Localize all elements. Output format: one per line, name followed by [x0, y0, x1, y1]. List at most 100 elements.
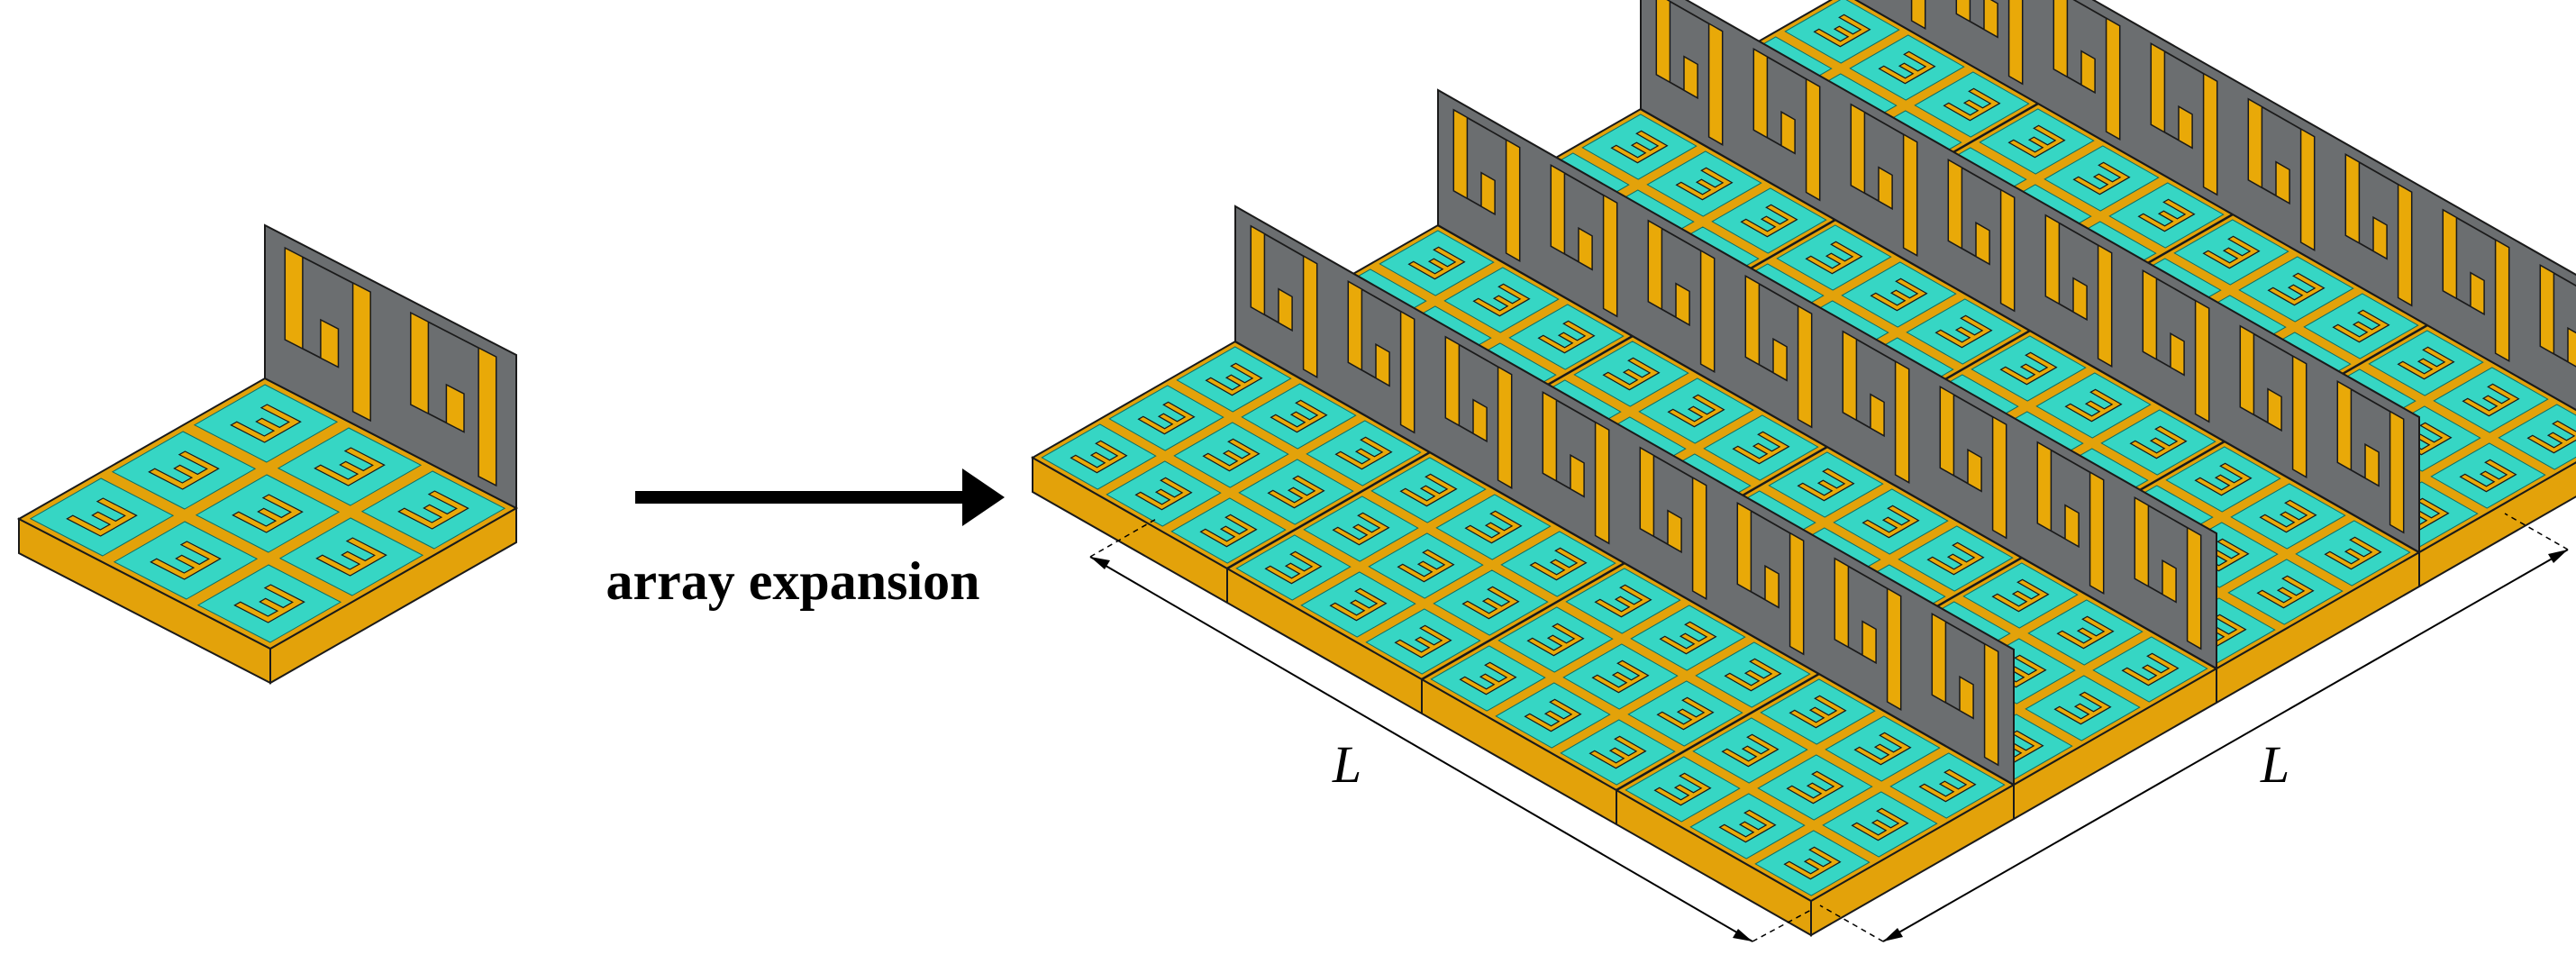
resonator	[1464, 510, 1523, 544]
resonator	[1529, 547, 1588, 581]
resonator	[1718, 809, 1777, 843]
wall-resonator	[1250, 224, 1318, 378]
resonator	[1399, 473, 1458, 507]
expanded-array-model	[1030, 0, 2576, 937]
resonator	[2129, 425, 2188, 459]
resonator	[1472, 283, 1531, 317]
resonator	[1926, 541, 1985, 576]
resonator	[2256, 575, 2315, 609]
expansion-arrow	[635, 468, 1005, 526]
wall-panel	[1640, 0, 2420, 554]
dimension-line-left	[1089, 556, 1753, 942]
resonator	[1851, 807, 1909, 841]
resonator	[1610, 130, 1669, 164]
resonator	[2397, 346, 2455, 380]
resonator	[2202, 235, 2261, 269]
dimension-label-right: L	[2260, 735, 2289, 794]
resonator	[1070, 440, 1128, 474]
resonator	[1813, 14, 1871, 48]
resonator	[1526, 623, 1585, 657]
resonator	[2324, 536, 2382, 570]
wall-resonator	[2150, 42, 2218, 196]
wall-resonator	[2336, 380, 2405, 534]
wall-resonator	[1931, 613, 1999, 767]
wall-resonator	[2344, 153, 2413, 307]
wall-resonator	[1736, 502, 1805, 656]
resonator	[1797, 468, 1855, 502]
resonator	[1329, 587, 1388, 622]
wall-resonator	[2053, 0, 2121, 141]
resonator	[315, 537, 387, 577]
wall-resonator	[1947, 159, 2016, 313]
wall-resonator	[1647, 219, 1716, 373]
resonator	[2137, 198, 2196, 232]
wall-resonator	[1955, 0, 2024, 86]
resonator	[1918, 768, 1977, 803]
resonator	[1934, 314, 1993, 349]
resonator	[1659, 621, 1717, 655]
array-expansion-caption: array expansion	[605, 551, 979, 611]
wall-resonator	[1842, 330, 1910, 484]
resonator	[1334, 436, 1393, 470]
wall-panel	[1854, 0, 2576, 412]
resonator	[2259, 499, 2317, 533]
resonator	[1137, 401, 1196, 435]
resonator	[2064, 388, 2123, 423]
wall-resonator	[2044, 214, 2113, 368]
resonator	[2056, 615, 2115, 650]
wall-resonator	[1444, 335, 1513, 489]
wall-resonator	[2239, 324, 2307, 478]
wall-panel	[264, 223, 517, 510]
resonator	[1407, 246, 1466, 280]
wall-resonator	[1910, 0, 1926, 30]
resonator	[2194, 462, 2253, 496]
wall-resonator	[1834, 557, 1902, 711]
resonator	[230, 404, 302, 443]
wall-resonator	[1550, 164, 1618, 318]
wall-resonator	[1850, 103, 1918, 257]
wall-resonator	[2142, 269, 2210, 423]
unit-patch	[2498, 404, 2576, 470]
resonator	[397, 490, 469, 530]
wall-resonator	[1452, 108, 1521, 262]
resonator	[1264, 550, 1323, 585]
resonator	[1397, 549, 1455, 583]
resonator	[1394, 624, 1452, 659]
resonator	[1861, 505, 1920, 539]
resonator	[1653, 772, 1712, 806]
resonator	[1999, 351, 2058, 386]
resonator	[1667, 394, 1725, 428]
resonator	[1789, 695, 1847, 729]
resonator	[2121, 652, 2180, 687]
resonator	[1205, 362, 1263, 396]
resonator	[1459, 661, 1517, 696]
resonator	[1721, 733, 1780, 768]
resonator	[1602, 357, 1661, 391]
resonator	[1199, 514, 1258, 548]
dimension-label-left: L	[1332, 735, 1361, 794]
resonator	[2053, 691, 2112, 725]
resonator	[1537, 320, 1596, 354]
wall-resonator	[2247, 97, 2316, 251]
resonator	[1656, 696, 1715, 731]
wall-resonator	[1655, 0, 1724, 146]
resonator	[1740, 204, 1798, 238]
resonator	[233, 584, 305, 623]
resonator	[1332, 512, 1390, 546]
resonator	[1870, 277, 1928, 312]
resonator	[2462, 383, 2520, 417]
wall-resonator	[1752, 48, 1821, 202]
wall-resonator	[2539, 264, 2576, 368]
resonator	[314, 447, 386, 486]
resonator	[150, 541, 222, 580]
resonator	[1853, 732, 1912, 766]
wall-panel	[1437, 88, 2217, 670]
unit-cell-model	[16, 223, 519, 685]
resonator	[1878, 50, 1936, 85]
wall-panel	[1234, 205, 2015, 787]
dimension-line-right	[1882, 549, 2569, 942]
wall-resonator	[410, 311, 497, 487]
wall-resonator	[2134, 496, 2202, 650]
resonator	[2267, 272, 2326, 306]
